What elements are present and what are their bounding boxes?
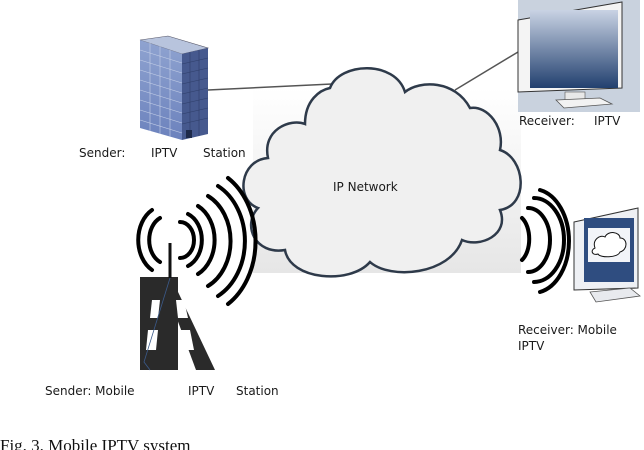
sender-station-label-part1: Sender: (79, 146, 126, 160)
sender-mobile-label-part2: IPTV (188, 384, 215, 398)
monitor-with-cloud-icon (573, 207, 641, 303)
sender-station-label-part3: Station (203, 146, 246, 160)
receive-waves-icon (520, 188, 571, 294)
figure-caption: Fig. 3. Mobile IPTV system (0, 436, 191, 450)
radio-tower-icon (140, 243, 215, 371)
receiver-iptv-label-part1: Receiver: (519, 114, 575, 128)
network-label: IP Network (333, 180, 398, 194)
monitor-icon (517, 0, 640, 112)
sender-mobile-label-part3: Station (236, 384, 279, 398)
cloud-icon (242, 67, 522, 278)
sender-mobile-label-part1: Sender: Mobile (45, 384, 135, 398)
broadcast-waves-icon (136, 176, 258, 306)
link-network-to-receiver (454, 51, 519, 91)
receiver-mobile-label-line2: IPTV (518, 339, 545, 353)
receiver-mobile-label-line1: Receiver: Mobile (518, 323, 617, 337)
link-sender-to-network (207, 83, 333, 91)
receiver-iptv-label-part2: IPTV (594, 114, 621, 128)
sender-station-label-part2: IPTV (151, 146, 178, 160)
office-building-icon (139, 35, 210, 140)
